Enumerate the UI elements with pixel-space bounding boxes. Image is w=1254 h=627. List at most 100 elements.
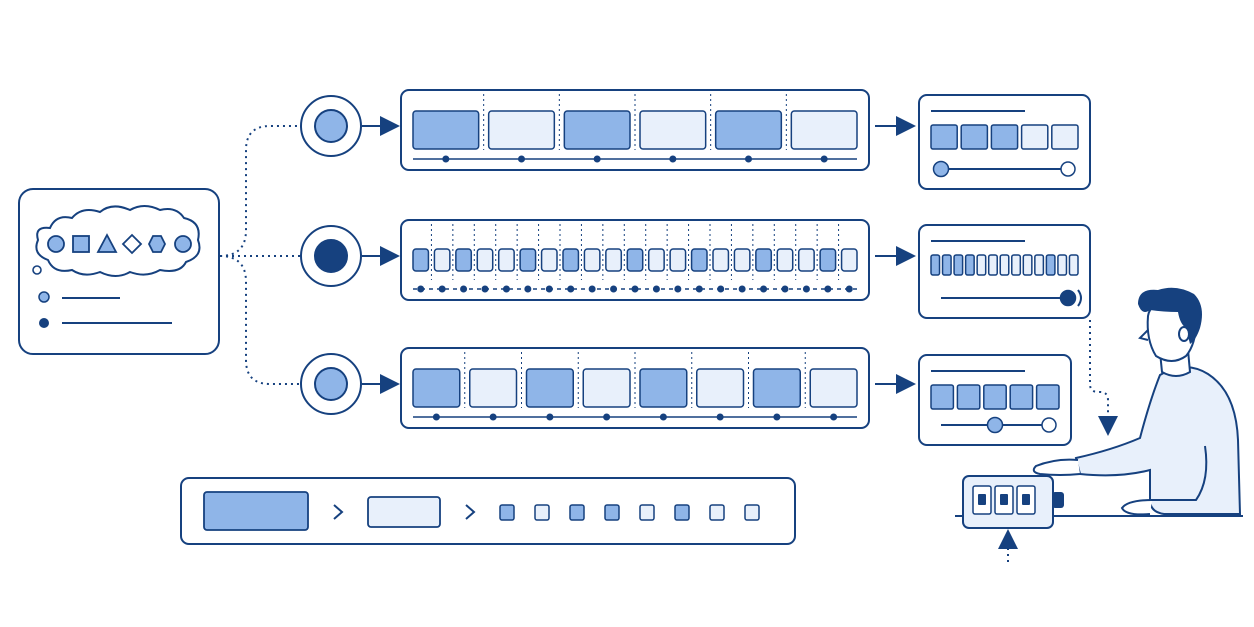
- summary-cell: [499, 504, 515, 521]
- branch-node-core: [314, 109, 348, 143]
- summary-cell: [534, 504, 550, 521]
- branch-top: [300, 89, 1091, 190]
- sequence-segment: [563, 110, 631, 150]
- timeline-dot: [820, 155, 828, 163]
- sequence-segment: [605, 248, 623, 272]
- result-cell: [976, 254, 987, 276]
- slider-glow: [1077, 289, 1082, 307]
- timeline-dot: [760, 285, 768, 293]
- sequence-segment: [790, 110, 858, 150]
- sequence-segment: [412, 368, 461, 408]
- result-cell: [941, 254, 952, 276]
- timeline-dot: [567, 285, 575, 293]
- summary-block: [367, 496, 441, 528]
- sequence-segment: [540, 248, 558, 272]
- control-device[interactable]: [962, 475, 1064, 529]
- timeline-dot: [489, 413, 497, 421]
- sequence-segment: [476, 248, 494, 272]
- operator: [955, 287, 1243, 562]
- branch-node-core: [314, 367, 348, 401]
- timeline-dot: [669, 155, 677, 163]
- summary-cell: [674, 504, 690, 521]
- diamond-shape: [121, 233, 143, 255]
- person-sleeve: [1150, 445, 1208, 501]
- person-hair: [1138, 287, 1202, 344]
- timeline-dot: [659, 413, 667, 421]
- result-cell: [960, 124, 989, 150]
- person-ear: [1178, 326, 1190, 342]
- slider-knob: [932, 160, 950, 178]
- result-cell: [999, 254, 1010, 276]
- timeline-dot: [442, 155, 450, 163]
- summary-cell: [744, 504, 760, 521]
- connector-bottom: [219, 255, 300, 385]
- timeline-dot: [417, 285, 425, 293]
- timeline-dot: [432, 413, 440, 421]
- timeline-dot: [593, 155, 601, 163]
- branch-bottom: [300, 347, 1072, 446]
- summary-row: [180, 477, 796, 545]
- square-shape: [72, 235, 90, 253]
- sequence-segment: [755, 248, 773, 272]
- timeline-dot: [502, 285, 510, 293]
- sequence-segment: [455, 248, 473, 272]
- sequence-segment: [639, 368, 688, 408]
- timeline-dot: [716, 413, 724, 421]
- result-cell: [1068, 254, 1079, 276]
- sequence-segment: [776, 248, 794, 272]
- timeline-dot: [745, 155, 752, 163]
- sequence-segment: [696, 368, 745, 408]
- branch-node-core: [314, 239, 348, 273]
- device-knob[interactable]: [1052, 492, 1064, 508]
- timeline-dot: [524, 285, 532, 293]
- device-windows: [972, 485, 1036, 515]
- circle-shape: [47, 235, 65, 253]
- cloud-shapes: [47, 233, 192, 255]
- timeline-dot: [773, 413, 781, 421]
- result-cell: [990, 124, 1019, 150]
- slider-end: [1041, 417, 1057, 433]
- triangle-shape: [96, 233, 118, 253]
- branch-middle: [300, 219, 1091, 319]
- sequence-segment: [487, 110, 556, 150]
- person-hand: [1032, 458, 1081, 476]
- chevron-right-icon: [333, 504, 344, 520]
- sequence-segment: [639, 110, 707, 150]
- result-cell: [987, 254, 998, 276]
- timeline-dot: [652, 285, 660, 293]
- sequence-segment: [583, 248, 601, 272]
- thought-cloud: [32, 205, 201, 277]
- sequence-segment: [469, 368, 518, 408]
- branches: [300, 89, 1091, 446]
- slider-end: [1060, 161, 1076, 177]
- sequence-segment: [714, 110, 783, 150]
- sequence-segment: [712, 248, 730, 272]
- result-cell: [930, 384, 955, 410]
- timeline-dot: [545, 285, 553, 293]
- feedback-arrow: [1089, 320, 1118, 436]
- summary-cell: [569, 504, 585, 521]
- timeline-dot: [674, 285, 682, 293]
- timeline-dot: [695, 285, 703, 293]
- circle-shape: [174, 235, 192, 253]
- summary-block: [203, 491, 309, 531]
- timeline-dot: [546, 413, 554, 421]
- result-cell: [953, 254, 964, 276]
- summary-frame: [180, 477, 796, 545]
- sequence-segment: [497, 248, 515, 272]
- sequence-segment: [433, 248, 451, 272]
- timeline-dot: [588, 285, 596, 293]
- timeline-dot: [610, 285, 618, 293]
- summary-items: [203, 491, 760, 531]
- device-indicator: [1022, 494, 1030, 505]
- sequence-segment: [809, 368, 858, 408]
- timeline-dot: [518, 155, 525, 163]
- sequence-segment: [562, 248, 580, 272]
- slider-knob: [1059, 289, 1077, 307]
- timeline-dot: [824, 285, 832, 293]
- sequence-segment: [797, 248, 815, 272]
- sequence-segment: [525, 368, 574, 408]
- result-cell: [1045, 254, 1056, 276]
